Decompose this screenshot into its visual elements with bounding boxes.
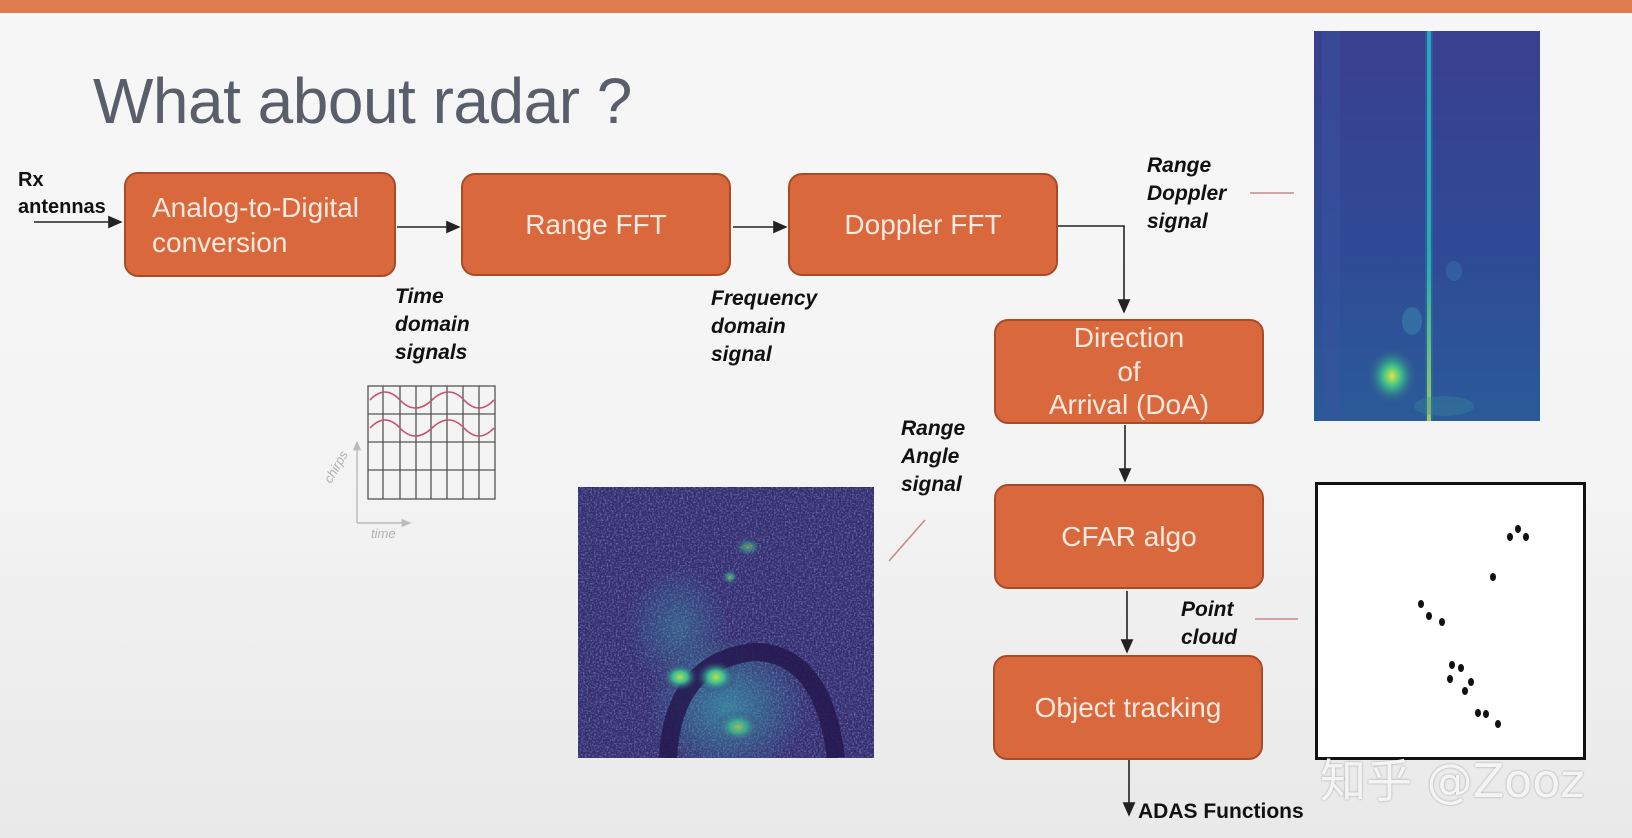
frequency-domain-label: Frequency domain signal (711, 287, 818, 366)
range-fft-block-label: Range FFT (525, 209, 667, 240)
doppler-fft-block: Doppler FFT (788, 173, 1058, 276)
object-tracking-block: Object tracking (993, 655, 1263, 760)
range-angle-map (578, 487, 874, 758)
object-tracking-block-label: Object tracking (1034, 692, 1222, 723)
doa-block-label: Direction of Arrival (DoA) (1048, 322, 1210, 421)
adc-block: Analog-to-Digital conversion (124, 172, 396, 277)
adc-block-label: Analog-to-Digital conversion (152, 191, 359, 258)
chirps-axis-label: chirps (321, 448, 352, 486)
watermark: 知乎 @Zooz (1320, 754, 1585, 808)
point-cloud-label: Point cloud (1181, 598, 1237, 649)
cfar-block: CFAR algo (994, 484, 1264, 589)
top-accent-bar (0, 0, 1632, 13)
adas-functions-label: ADAS Functions (1138, 800, 1304, 823)
slide-title: What about radar ? (93, 65, 632, 137)
arrow-doppler-to-doa (1058, 225, 1131, 314)
rx-antennas-label: Rx antennas (18, 169, 106, 218)
time-domain-label: Time domain signals (395, 285, 470, 364)
time-axis-label: time (371, 526, 396, 541)
doppler-fft-block-label: Doppler FFT (844, 209, 1002, 240)
cfar-block-label: CFAR algo (1061, 521, 1197, 552)
range-angle-label: Range Angle signal (901, 417, 966, 496)
range-doppler-map (1314, 31, 1540, 421)
doa-block: Direction of Arrival (DoA) (994, 319, 1264, 424)
pointer-range-angle (888, 519, 926, 562)
point-cloud-plot (1315, 482, 1586, 760)
range-fft-block: Range FFT (461, 173, 731, 276)
range-doppler-label: Range Doppler signal (1147, 154, 1227, 233)
